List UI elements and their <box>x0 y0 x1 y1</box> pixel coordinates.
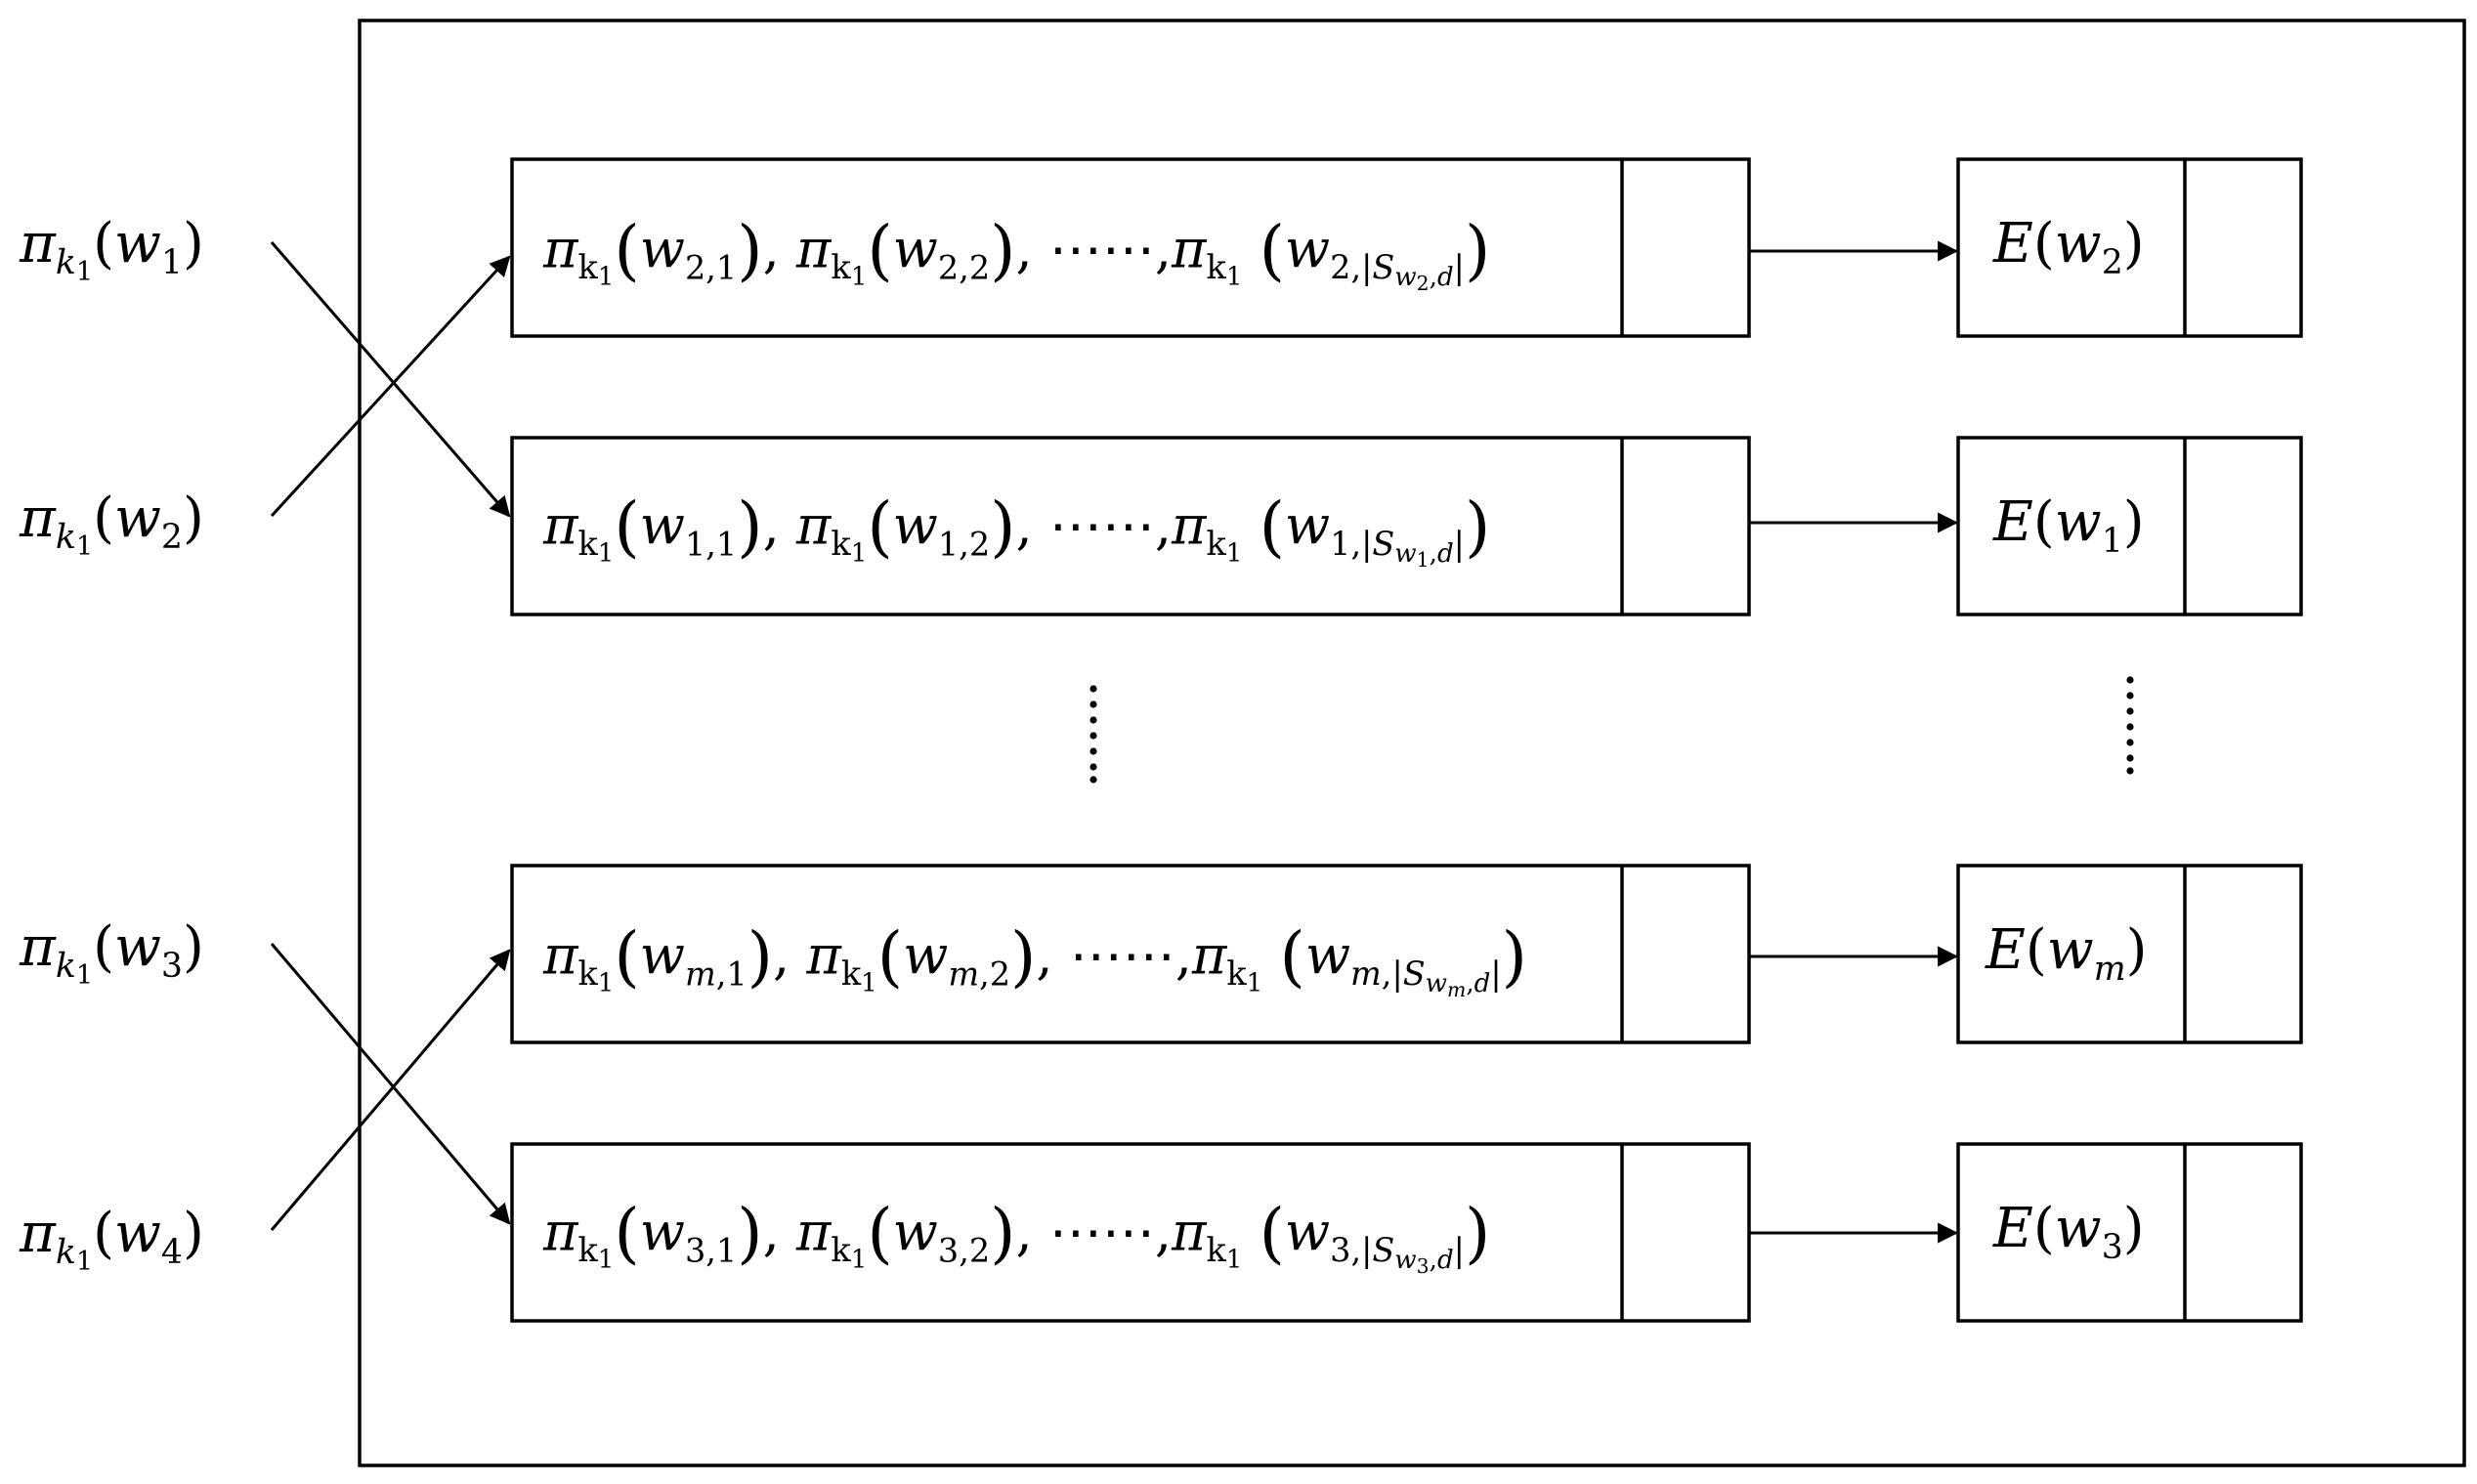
e-label-row3: E(wm) <box>1986 918 2148 990</box>
arrow-w3-to-row4 <box>270 943 511 1225</box>
vertical-ellipsis-right <box>2126 676 2134 775</box>
row-box-1 <box>510 157 1751 338</box>
arrow-w2-to-row1 <box>270 255 511 518</box>
input-label-w2: πk1(w2) <box>20 487 204 562</box>
vertical-ellipsis-left <box>1089 685 1097 784</box>
row-1-text: πk1(w2,1), πk1(w2,2), ⋯⋯,πk1 (w2,|Sw2,d|… <box>543 211 1491 295</box>
input-label-w3: πk1(w3) <box>20 915 204 991</box>
row-box-2 <box>510 436 1751 616</box>
input-label-w1: πk1(w1) <box>20 212 204 287</box>
arrow-w1-to-row2 <box>270 241 511 518</box>
row-3-text: πk1(wm,1), πk1(wm,2), ⋯⋯,πk1 (wm,|Swm,d|… <box>543 917 1527 1001</box>
e-label-row1: E(w2) <box>1993 212 2145 283</box>
arrow-w4-to-row3 <box>270 949 511 1231</box>
input-label-w4: πk1(w4) <box>20 1202 204 1277</box>
outer-frame <box>358 19 2466 1467</box>
e-label-row4: E(w3) <box>1993 1197 2145 1268</box>
row-4-text: πk1(w3,1), πk1(w3,2), ⋯⋯,πk1 (w3,|Sw3,d|… <box>543 1194 1491 1278</box>
row-box-3 <box>510 864 1751 1044</box>
e-label-row2: E(w1) <box>1993 490 2145 562</box>
row-2-text: πk1(w1,1), πk1(w1,2), ⋯⋯,πk1 (w1,|Sw1,d|… <box>543 488 1491 572</box>
